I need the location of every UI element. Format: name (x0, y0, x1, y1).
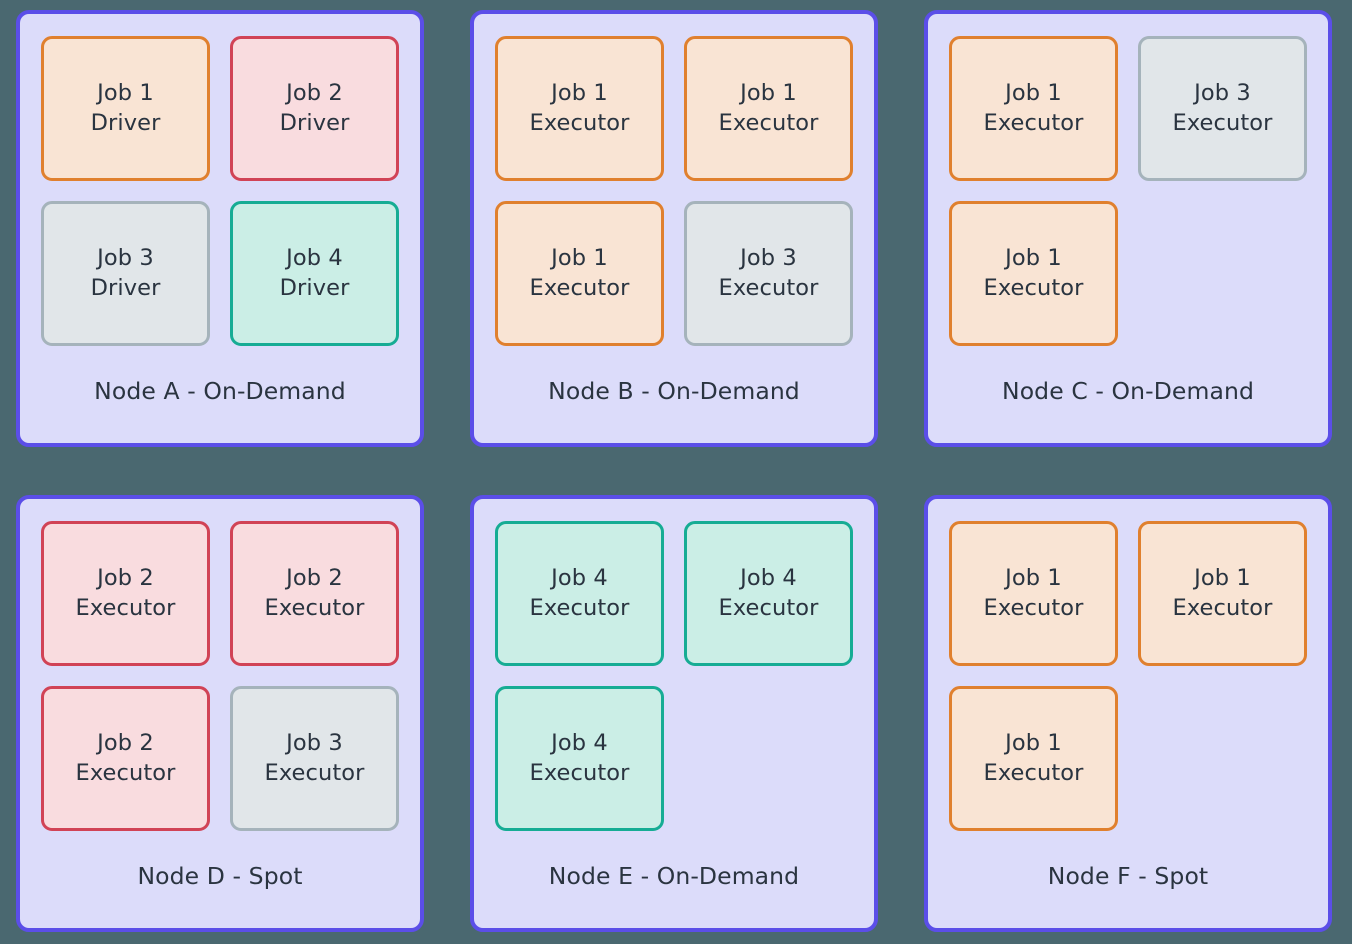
empty-slot (1138, 686, 1307, 831)
slot-job-1-executor[interactable]: Job 1 Executor (684, 36, 853, 181)
slot-role-label: Driver (279, 109, 350, 136)
slot-role-label: Executor (983, 759, 1084, 786)
slot-job-label: Job 2 (286, 564, 343, 591)
slot-role-label: Executor (264, 759, 365, 786)
slot-job-label: Job 3 (1194, 79, 1251, 106)
slot-job-3-driver[interactable]: Job 3 Driver (41, 201, 210, 346)
slot-job-4-executor[interactable]: Job 4 Executor (495, 521, 664, 666)
slot-role-label: Executor (983, 274, 1084, 301)
slot-job-label: Job 1 (551, 244, 608, 271)
slot-job-label: Job 3 (97, 244, 154, 271)
slot-role-label: Driver (279, 274, 350, 301)
slot-job-2-driver[interactable]: Job 2 Driver (230, 36, 399, 181)
slot-job-1-executor[interactable]: Job 1 Executor (495, 36, 664, 181)
slot-job-label: Job 4 (740, 564, 797, 591)
slot-job-1-executor[interactable]: Job 1 Executor (949, 686, 1118, 831)
node-label: Node E - On-Demand (548, 861, 800, 890)
slot-job-label: Job 1 (1005, 729, 1062, 756)
slot-job-label: Job 1 (1005, 564, 1062, 591)
slot-role-label: Executor (718, 109, 819, 136)
node-label: Node A - On-Demand (94, 376, 346, 405)
slot-job-3-executor[interactable]: Job 3 Executor (230, 686, 399, 831)
slot-job-3-executor[interactable]: Job 3 Executor (1138, 36, 1307, 181)
slot-job-label: Job 3 (740, 244, 797, 271)
slot-role-label: Driver (90, 274, 161, 301)
slot-job-4-driver[interactable]: Job 4 Driver (230, 201, 399, 346)
slot-job-label: Job 4 (286, 244, 343, 271)
slot-job-label: Job 2 (286, 79, 343, 106)
slot-role-label: Executor (529, 759, 630, 786)
slot-job-label: Job 1 (551, 79, 608, 106)
slot-job-label: Job 1 (1005, 79, 1062, 106)
slot-role-label: Executor (529, 594, 630, 621)
slot-role-label: Executor (1172, 594, 1273, 621)
slot-role-label: Executor (75, 594, 176, 621)
empty-slot (684, 686, 853, 831)
slot-job-2-executor[interactable]: Job 2 Executor (230, 521, 399, 666)
slot-job-2-executor[interactable]: Job 2 Executor (41, 521, 210, 666)
slot-job-label: Job 4 (551, 564, 608, 591)
empty-slot (1138, 201, 1307, 346)
slot-role-label: Executor (529, 274, 630, 301)
slot-role-label: Executor (264, 594, 365, 621)
slot-role-label: Driver (90, 109, 161, 136)
slot-job-label: Job 1 (97, 79, 154, 106)
slot-job-1-executor[interactable]: Job 1 Executor (1138, 521, 1307, 666)
slot-job-1-driver[interactable]: Job 1 Driver (41, 36, 210, 181)
slot-role-label: Executor (983, 109, 1084, 136)
node-label: Node B - On-Demand (548, 376, 800, 405)
slot-job-label: Job 1 (1194, 564, 1251, 591)
slot-job-label: Job 3 (286, 729, 343, 756)
slot-role-label: Executor (529, 109, 630, 136)
slot-job-label: Job 1 (1005, 244, 1062, 271)
slot-job-4-executor[interactable]: Job 4 Executor (684, 521, 853, 666)
slot-role-label: Executor (983, 594, 1084, 621)
slot-role-label: Executor (1172, 109, 1273, 136)
slot-job-4-executor[interactable]: Job 4 Executor (495, 686, 664, 831)
slot-job-label: Job 4 (551, 729, 608, 756)
slot-job-label: Job 1 (740, 79, 797, 106)
slot-job-1-executor[interactable]: Job 1 Executor (495, 201, 664, 346)
slot-job-label: Job 2 (97, 729, 154, 756)
slot-job-2-executor[interactable]: Job 2 Executor (41, 686, 210, 831)
slot-job-3-executor[interactable]: Job 3 Executor (684, 201, 853, 346)
node-label: Node F - Spot (1047, 861, 1209, 890)
slot-role-label: Executor (718, 594, 819, 621)
node-label: Node C - On-Demand (1002, 376, 1254, 405)
slot-job-label: Job 2 (97, 564, 154, 591)
slot-job-1-executor[interactable]: Job 1 Executor (949, 201, 1118, 346)
slot-job-1-executor[interactable]: Job 1 Executor (949, 521, 1118, 666)
node-label: Node D - Spot (137, 861, 303, 890)
slot-job-1-executor[interactable]: Job 1 Executor (949, 36, 1118, 181)
slot-role-label: Executor (75, 759, 176, 786)
slot-role-label: Executor (718, 274, 819, 301)
